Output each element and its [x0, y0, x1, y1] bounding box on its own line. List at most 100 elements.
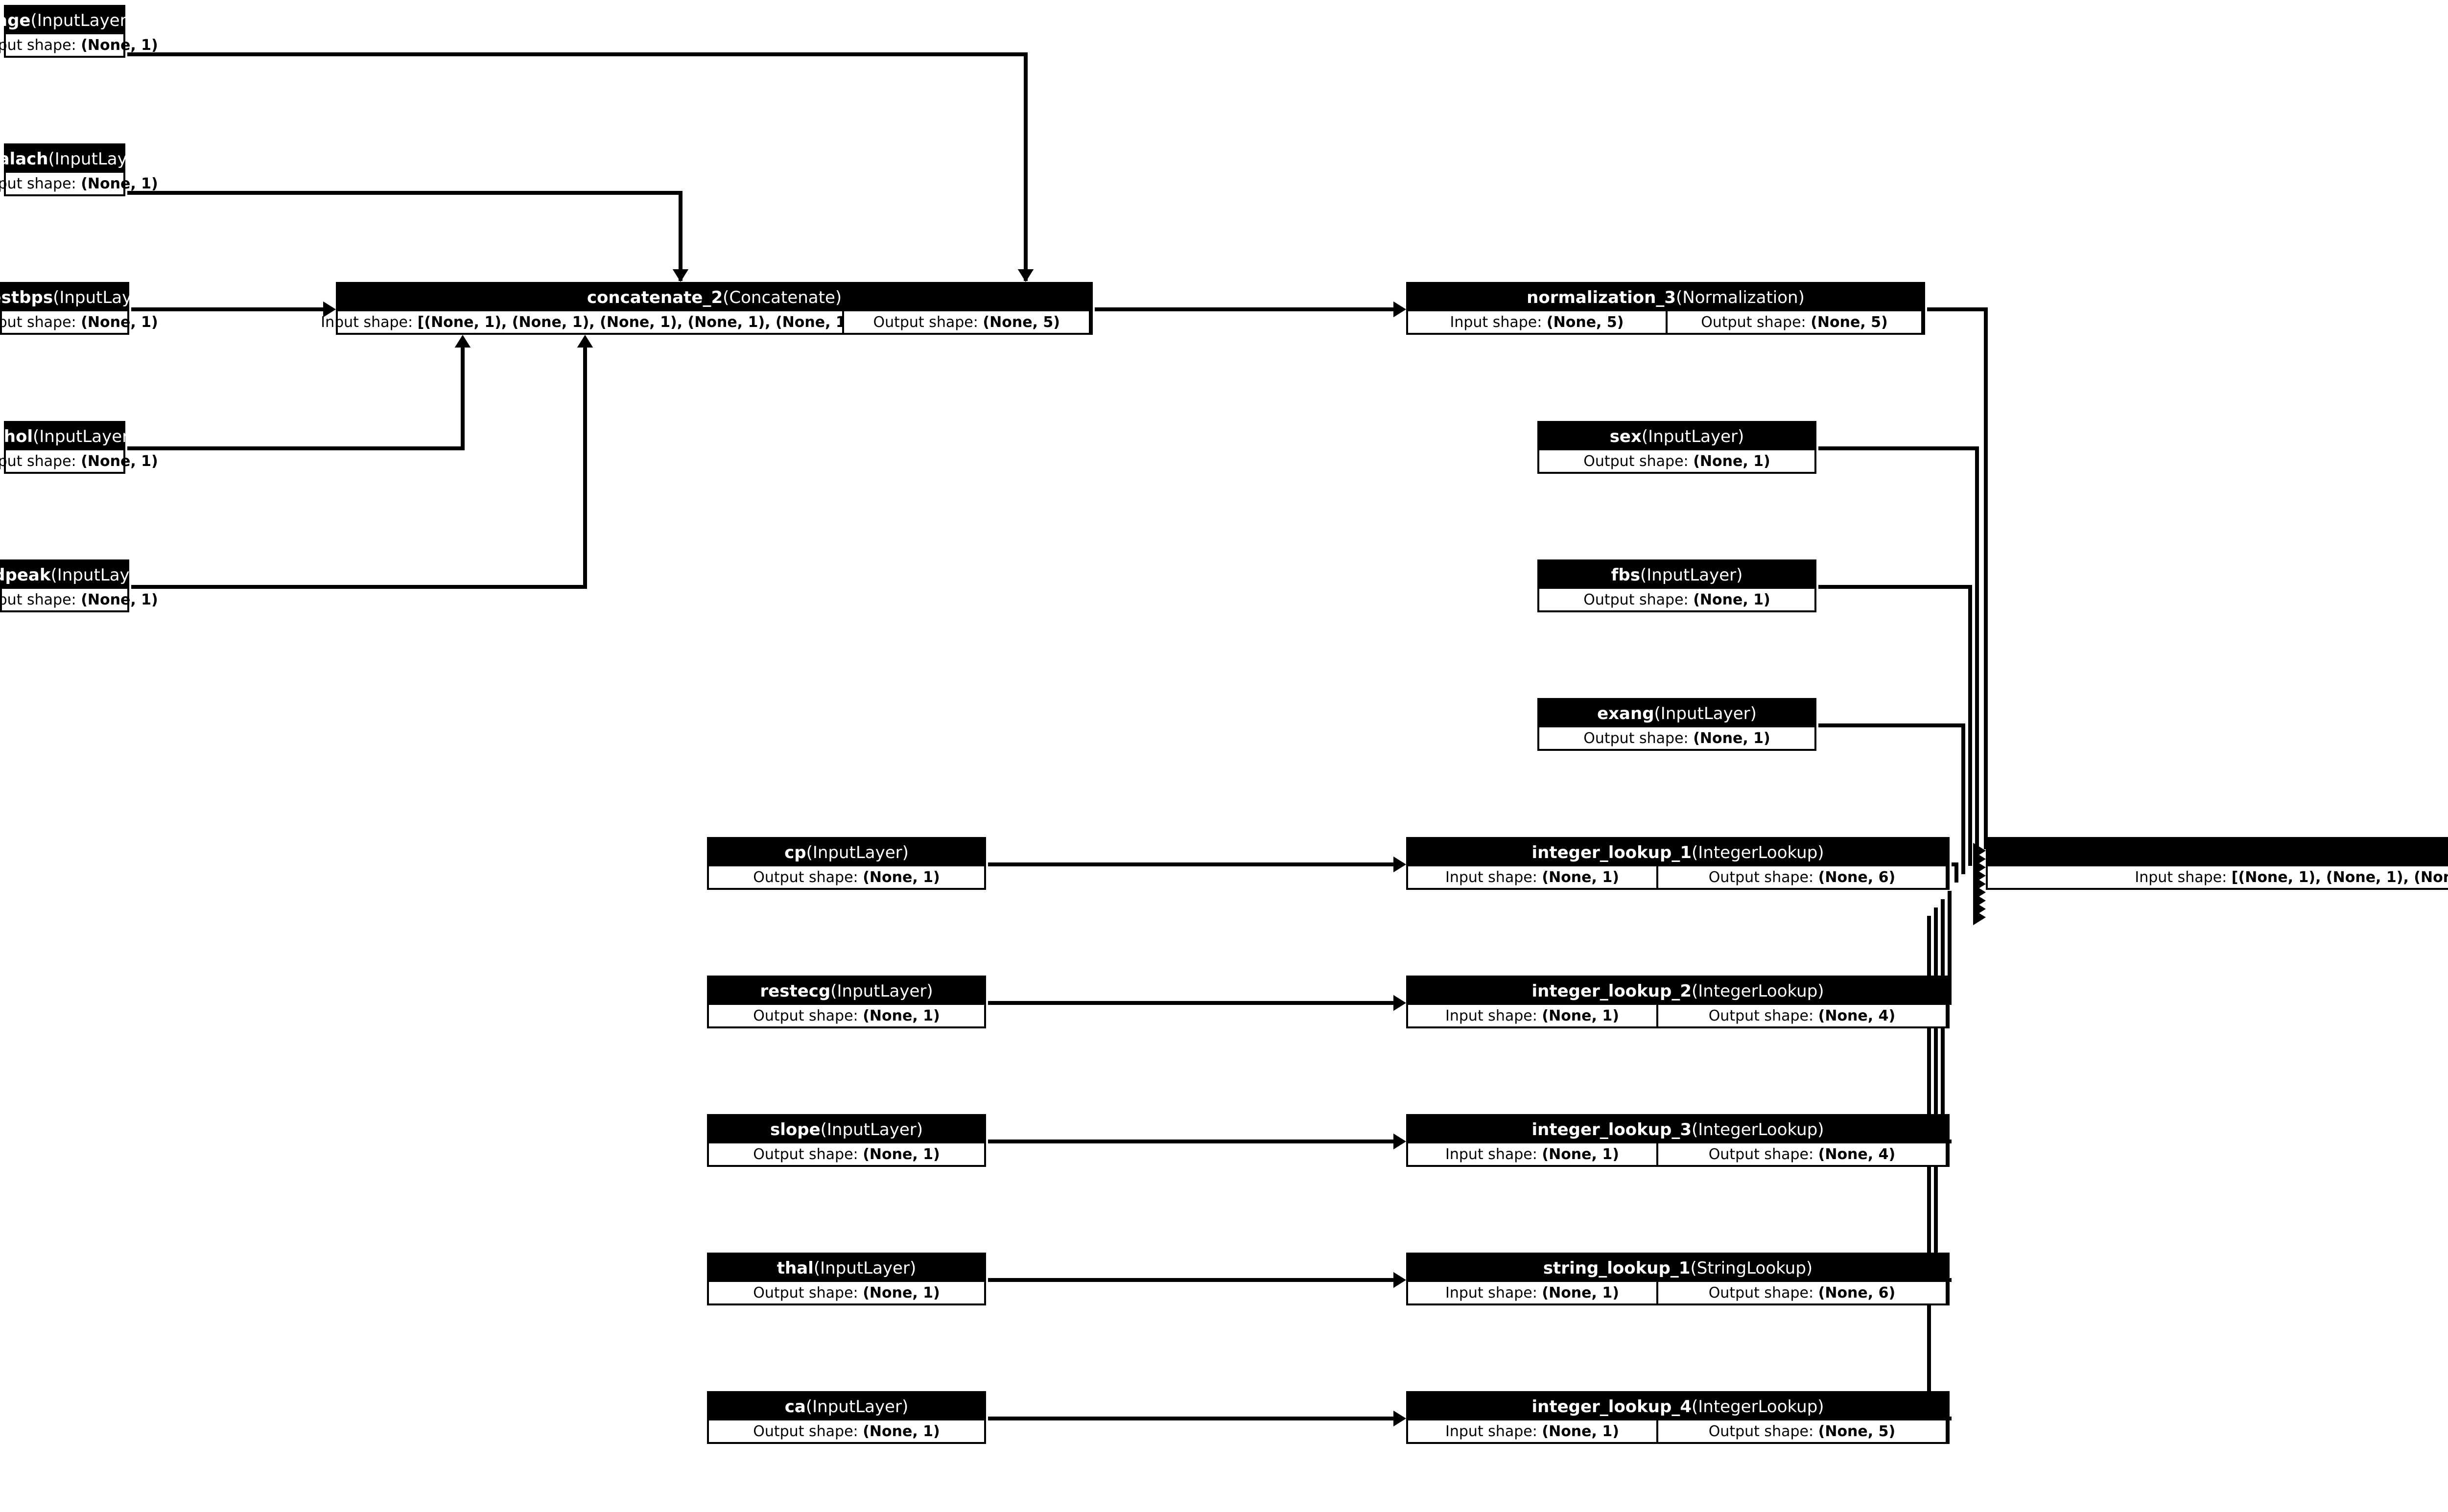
arrowhead: [1393, 1133, 1406, 1150]
input-shape-value-integer_lookup_2: (None, 1): [1542, 1007, 1619, 1024]
layer-class-string_lookup_1: (StringLookup): [1690, 1258, 1813, 1278]
layer-shapes-integer_lookup_4: Input shape: (None, 1)Output shape: (Non…: [1408, 1420, 1948, 1442]
layer-node-integer_lookup_4[interactable]: integer_lookup_4 (IntegerLookup)Input sh…: [1406, 1391, 1950, 1444]
output-shape-label-exang: Output shape:: [1583, 729, 1689, 747]
output-shape-value-exang: (None, 1): [1693, 729, 1770, 747]
output-shape-value-integer_lookup_4: (None, 5): [1818, 1422, 1896, 1440]
layer-name-chol: chol: [0, 427, 33, 446]
layer-node-age[interactable]: age (InputLayer)Output shape: (None, 1): [0, 5, 158, 58]
output-shape-value-concatenate_2: (None, 5): [983, 313, 1060, 331]
layer-node-normalization_3[interactable]: normalization_3 (Normalization)Input sha…: [1406, 282, 1925, 335]
output-shape-value-sex: (None, 1): [1693, 452, 1770, 470]
layer-title-cp: cp (InputLayer): [709, 839, 984, 866]
layer-node-exang[interactable]: exang (InputLayer) Output shape: (None, 1…: [1537, 698, 1816, 751]
output-shape-cell-normalization_3: Output shape: (None, 5): [1666, 311, 1921, 333]
layer-shapes-thal: Output shape: (None, 1): [709, 1282, 984, 1303]
layer-class-integer_lookup_4: (IntegerLookup): [1691, 1397, 1824, 1417]
output-shape-cell-slope: Output shape: (None, 1): [709, 1143, 984, 1165]
layer-title-integer_lookup_4: integer_lookup_4 (IntegerLookup): [1408, 1393, 1948, 1420]
layer-class-integer_lookup_1: (IntegerLookup): [1691, 843, 1824, 862]
output-shape-cell-integer_lookup_4: Output shape: (None, 5): [1656, 1420, 1946, 1442]
edge-fbs-to-concatenate_3: [1818, 585, 1986, 876]
layer-class-fbs: (InputLayer): [1640, 565, 1743, 585]
input-shape-cell-normalization_3: Input shape: (None, 5): [1408, 311, 1666, 333]
layer-title-string_lookup_1: string_lookup_1 (StringLookup): [1408, 1255, 1948, 1282]
output-shape-cell-ca: Output shape: (None, 1): [709, 1420, 984, 1442]
output-shape-cell-thal: Output shape: (None, 1): [709, 1282, 984, 1303]
layer-node-ca[interactable]: ca (InputLayer)Output shape: (None, 1): [707, 1391, 986, 1444]
layer-shapes-fbs: Output shape: (None, 1): [1539, 589, 1814, 610]
layer-shapes-trestbps: Output shape: (None, 1): [0, 311, 158, 333]
layer-node-thalach[interactable]: thalach (InputLayer)Output shape: (None,…: [0, 143, 158, 196]
input-shape-label-concatenate_3: Input shape:: [2135, 868, 2227, 886]
edge-thalach-to-concatenate_2: [127, 191, 689, 282]
output-shape-value-cp: (None, 1): [863, 868, 940, 886]
arrowhead: [1973, 909, 1986, 926]
layer-node-oldpeak[interactable]: oldpeak (InputLayer)Output shape: (None,…: [0, 559, 158, 612]
input-shape-value-string_lookup_1: (None, 1): [1542, 1284, 1619, 1302]
layer-name-restecg: restecg: [760, 981, 831, 1001]
layer-node-slope[interactable]: slope (InputLayer)Output shape: (None, 1…: [707, 1114, 986, 1167]
layer-node-concatenate_3[interactable]: concatenate_3 (Concatenate)Input shape: …: [1986, 837, 2448, 890]
layer-name-integer_lookup_2: integer_lookup_2: [1531, 981, 1692, 1001]
arrowhead: [577, 335, 593, 348]
arrowhead: [323, 301, 336, 318]
output-shape-value-age: (None, 1): [81, 36, 158, 54]
input-shape-cell-integer_lookup_4: Input shape: (None, 1): [1408, 1420, 1656, 1442]
layer-node-string_lookup_1[interactable]: string_lookup_1 (StringLookup)Input shap…: [1406, 1253, 1950, 1305]
layer-class-thal: (InputLayer): [813, 1258, 917, 1278]
output-shape-label-integer_lookup_4: Output shape:: [1708, 1422, 1814, 1440]
layer-node-trestbps[interactable]: trestbps (InputLayer)Output shape: (None…: [0, 282, 158, 335]
layer-shapes-integer_lookup_2: Input shape: (None, 1)Output shape: (Non…: [1408, 1005, 1948, 1026]
output-shape-value-integer_lookup_3: (None, 4): [1818, 1145, 1896, 1163]
output-shape-label-thalach: Output shape:: [0, 175, 76, 192]
output-shape-value-chol: (None, 1): [81, 452, 158, 470]
layer-name-integer_lookup_3: integer_lookup_3: [1531, 1120, 1692, 1140]
layer-node-thal[interactable]: thal (InputLayer)Output shape: (None, 1): [707, 1253, 986, 1305]
layer-title-age: age (InputLayer): [0, 7, 133, 34]
output-shape-cell-fbs: Output shape: (None, 1): [1539, 589, 1814, 610]
layer-class-exang: (InputLayer): [1654, 704, 1757, 723]
input-shape-value-integer_lookup_3: (None, 1): [1542, 1145, 1619, 1163]
layer-shapes-slope: Output shape: (None, 1): [709, 1143, 984, 1165]
layer-title-integer_lookup_2: integer_lookup_2 (IntegerLookup): [1408, 977, 1948, 1005]
output-shape-cell-concatenate_2: Output shape: (None, 5): [842, 311, 1089, 333]
output-shape-label-ca: Output shape:: [753, 1422, 858, 1440]
edge-oldpeak-to-concatenate_2: [131, 335, 593, 589]
output-shape-label-chol: Output shape:: [0, 452, 76, 470]
layer-node-integer_lookup_1[interactable]: integer_lookup_1 (IntegerLookup)Input sh…: [1406, 837, 1950, 890]
output-shape-cell-sex: Output shape: (None, 1): [1539, 450, 1814, 472]
output-shape-label-integer_lookup_2: Output shape:: [1708, 1007, 1814, 1024]
layer-title-trestbps: trestbps (InputLayer): [0, 284, 155, 311]
layer-node-cp[interactable]: cp (InputLayer)Output shape: (None, 1): [707, 837, 986, 890]
layer-title-normalization_3: normalization_3 (Normalization): [1408, 284, 1923, 311]
arrowhead: [1017, 269, 1034, 282]
edge-restecg-to-integer_lookup_2: [988, 995, 1406, 1011]
layer-shapes-chol: Output shape: (None, 1): [0, 450, 158, 472]
layer-name-slope: slope: [770, 1120, 821, 1140]
output-shape-value-oldpeak: (None, 1): [81, 591, 158, 608]
edge-slope-to-integer_lookup_3: [988, 1133, 1406, 1150]
layer-node-concatenate_2[interactable]: concatenate_2 (Concatenate)Input shape: …: [321, 282, 1093, 335]
output-shape-value-normalization_3: (None, 5): [1811, 313, 1888, 331]
output-shape-cell-oldpeak: Output shape: (None, 1): [0, 589, 158, 610]
arrowhead: [1393, 856, 1406, 873]
input-shape-label-integer_lookup_3: Input shape:: [1445, 1145, 1537, 1163]
layer-node-integer_lookup_2[interactable]: integer_lookup_2 (IntegerLookup)Input sh…: [1406, 976, 1950, 1028]
input-shape-value-integer_lookup_4: (None, 1): [1542, 1422, 1619, 1440]
output-shape-value-slope: (None, 1): [863, 1145, 940, 1163]
layer-name-exang: exang: [1597, 704, 1654, 723]
layer-class-ca: (InputLayer): [805, 1397, 909, 1417]
layer-node-sex[interactable]: sex (InputLayer)Output shape: (None, 1): [1537, 421, 1816, 474]
layer-node-chol[interactable]: chol (InputLayer)Output shape: (None, 1): [0, 421, 158, 474]
layer-node-integer_lookup_3[interactable]: integer_lookup_3 (IntegerLookup)Input sh…: [1406, 1114, 1950, 1167]
layer-title-concatenate_3: concatenate_3 (Concatenate): [1988, 839, 2448, 866]
output-shape-cell-trestbps: Output shape: (None, 1): [0, 311, 158, 333]
output-shape-value-string_lookup_1: (None, 6): [1818, 1284, 1896, 1302]
layer-shapes-ca: Output shape: (None, 1): [709, 1420, 984, 1442]
layer-name-cp: cp: [784, 843, 806, 862]
layer-node-restecg[interactable]: restecg (InputLayer)Output shape: (None,…: [707, 976, 986, 1028]
layer-node-fbs[interactable]: fbs (InputLayer)Output shape: (None, 1): [1537, 559, 1816, 612]
output-shape-cell-restecg: Output shape: (None, 1): [709, 1005, 984, 1026]
